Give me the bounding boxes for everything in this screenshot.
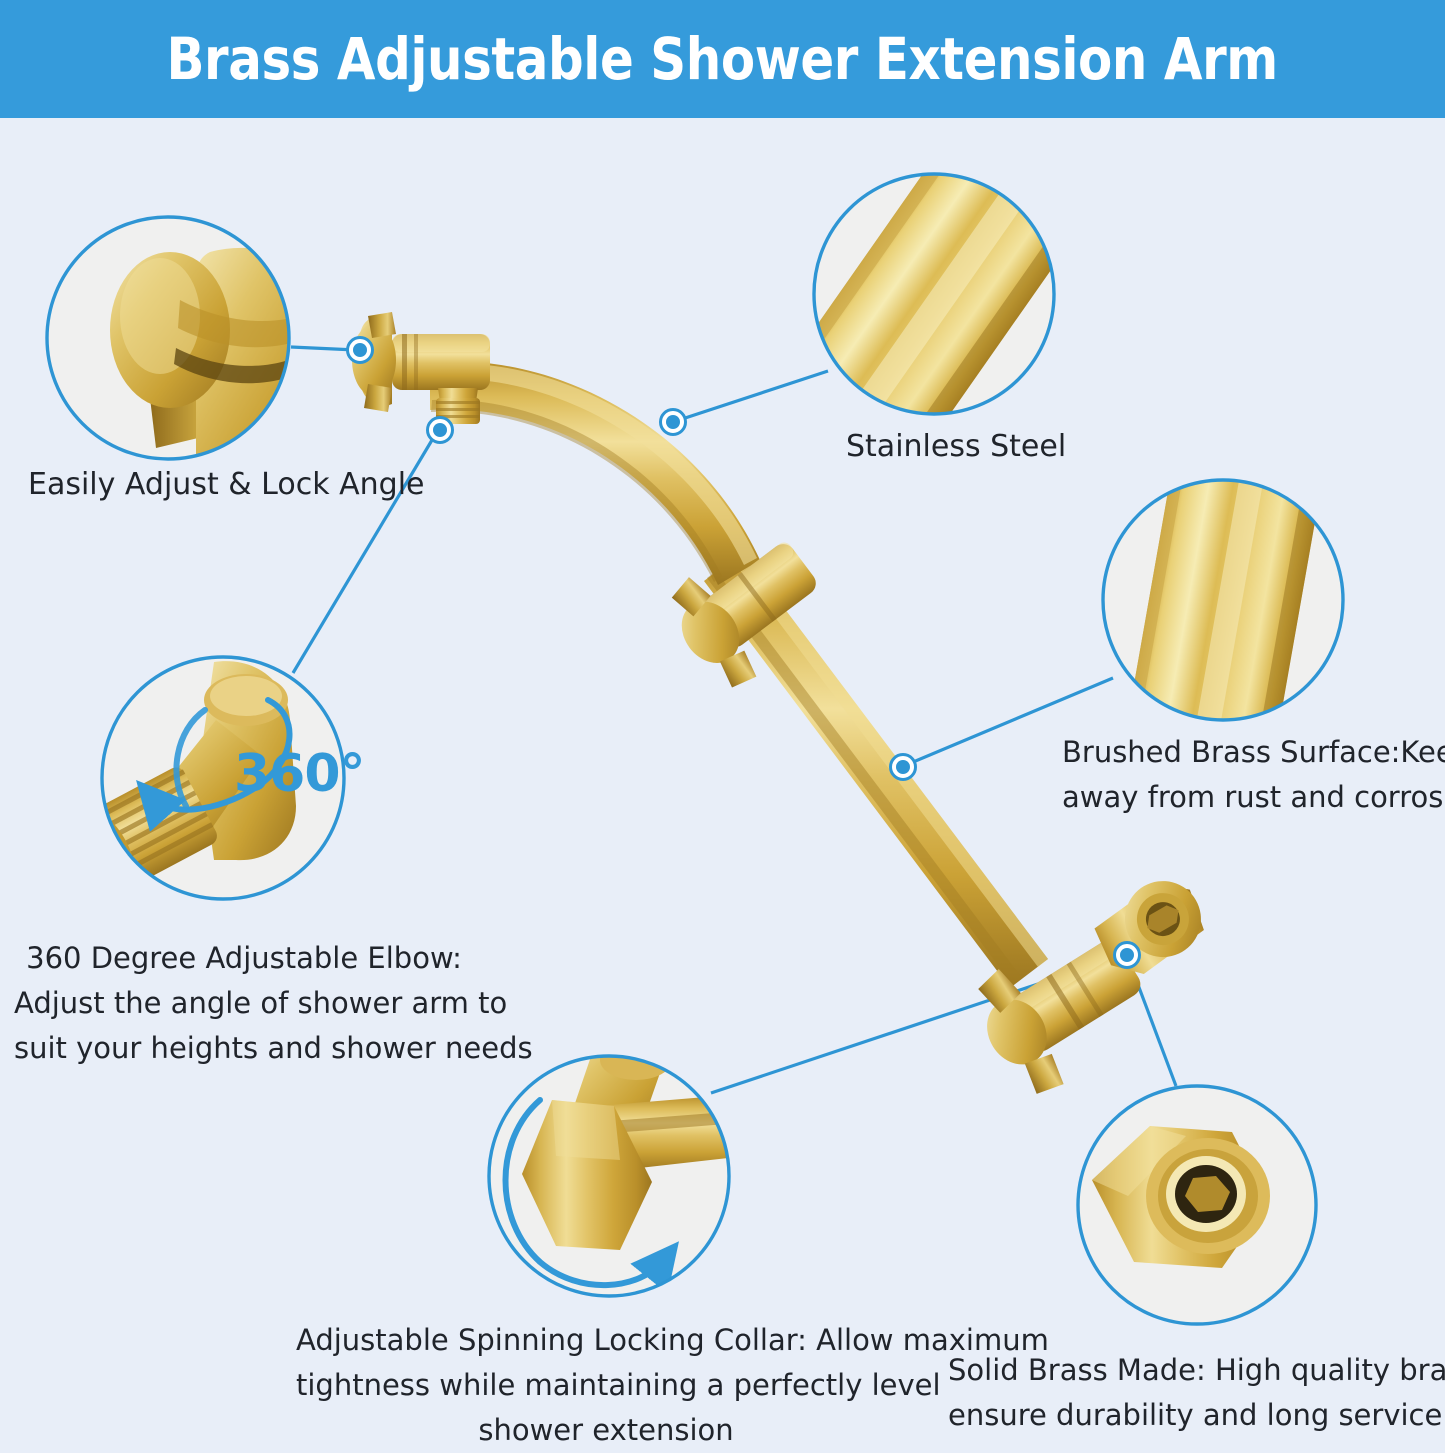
caption-line: ensure durability and long service life <box>948 1398 1445 1432</box>
caption-line: tightness while maintaining a perfectly … <box>296 1368 941 1402</box>
caption-line: Adjust the angle of shower arm to <box>14 986 508 1020</box>
header-banner: Brass Adjustable Shower Extension Arm <box>0 0 1445 118</box>
callout-dot-icon-collar-solid[interactable] <box>1113 941 1141 969</box>
degrees-badge: 360° <box>234 744 366 804</box>
callout-circle-solid-brass-made <box>1076 1084 1318 1326</box>
spin-arrow-icon <box>502 1097 680 1294</box>
lower-tube <box>704 552 1048 988</box>
caption-brushed-brass-surface: Brushed Brass Surface:Keep away from rus… <box>1062 730 1445 820</box>
middle-swivel-joint <box>671 542 816 688</box>
caption-spinning-locking-collar: Adjustable Spinning Locking Collar: Allo… <box>296 1318 1049 1453</box>
leader-line-steel <box>675 369 829 423</box>
caption-easily-adjust-lock-angle: Easily Adjust & Lock Angle <box>28 462 425 507</box>
callout-dot-icon-steel[interactable] <box>659 408 687 436</box>
callout-dot-icon-brushed[interactable] <box>889 753 917 781</box>
top-swivel-joint <box>352 312 490 424</box>
caption-line: Easily Adjust & Lock Angle <box>28 467 425 502</box>
callout-circle-brushed-brass-surface <box>1101 478 1345 722</box>
callout-circle-spinning-locking-collar <box>487 1054 731 1298</box>
caption-360-degree-adjustable-elbow: 360 Degree Adjustable Elbow: Adjust the … <box>14 936 533 1071</box>
caption-solid-brass-made: Solid Brass Made: High quality brass to … <box>948 1348 1445 1438</box>
rotation-arrow-icon <box>136 697 293 832</box>
caption-line: Solid Brass Made: High quality brass to <box>948 1353 1445 1387</box>
leader-line-elbow <box>291 429 440 674</box>
leader-line-lock <box>290 345 357 352</box>
callout-circle-easily-adjust-lock-angle <box>45 215 291 461</box>
threaded-outlet <box>436 388 480 424</box>
caption-line: suit your heights and shower needs <box>14 1031 533 1065</box>
callout-circle-360-degree-adjustable-elbow <box>100 655 346 901</box>
caption-line: Stainless Steel <box>846 429 1067 464</box>
leader-line-brushed <box>905 676 1114 767</box>
shower-extension-arm <box>352 312 1204 1094</box>
caption-line: shower extension <box>478 1413 734 1447</box>
caption-line: Adjustable Spinning Locking Collar: Allo… <box>296 1323 1049 1357</box>
callout-dot-icon-elbow[interactable] <box>426 416 454 444</box>
bottom-joint-assembly <box>978 881 1204 1094</box>
callout-dot-icon-lock[interactable] <box>346 336 374 364</box>
caption-line: away from rust and corrosion <box>1062 780 1445 814</box>
curved-arm-tube <box>430 361 760 585</box>
callout-markers <box>346 336 1141 969</box>
cross-handle-bottom <box>978 969 1064 1094</box>
caption-line: 360 Degree Adjustable Elbow: <box>26 941 462 975</box>
caption-line: Brushed Brass Surface:Keep <box>1062 735 1445 769</box>
caption-stainless-steel: Stainless Steel <box>846 424 1066 469</box>
cross-handle-middle <box>671 577 757 688</box>
page-title: Brass Adjustable Shower Extension Arm <box>166 25 1279 93</box>
cross-handle-top <box>364 312 396 412</box>
